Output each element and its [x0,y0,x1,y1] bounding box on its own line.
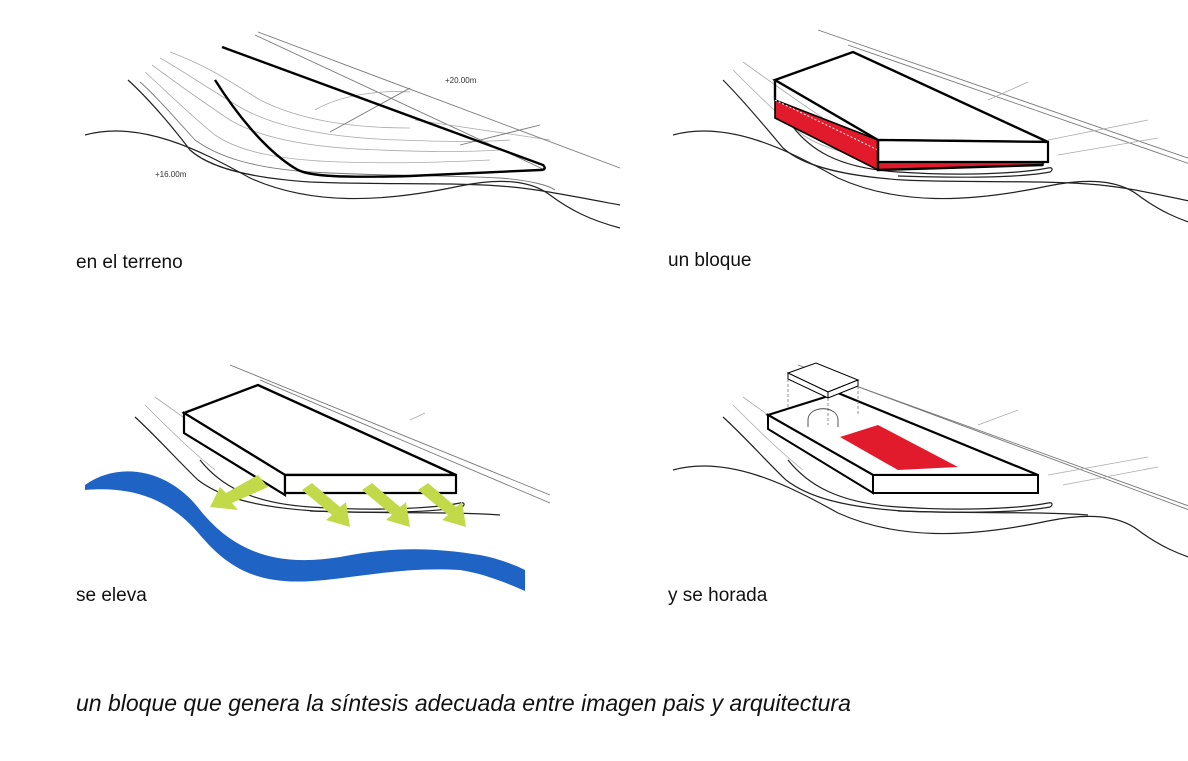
caption-perforate: y se horada [668,585,768,606]
panel-elevate-diagram [85,364,551,591]
summary-tagline: un bloque que genera la síntesis adecuad… [76,690,851,716]
panel-perforate-diagram [672,362,1188,558]
red-void [840,425,958,470]
panel-block-diagram [672,29,1188,223]
caption-terrain: en el terreno [76,252,183,273]
elevation-label-low: +16.00m [155,170,187,179]
panel-terrain-diagram: +20.00m +16.00m [84,31,621,229]
caption-elevate: se eleva [76,585,147,606]
river-shape [85,471,525,591]
block-front-face [876,138,1050,164]
caption-block: un bloque [668,250,752,271]
green-arrows [210,475,466,527]
elevation-label-high: +20.00m [445,76,477,85]
